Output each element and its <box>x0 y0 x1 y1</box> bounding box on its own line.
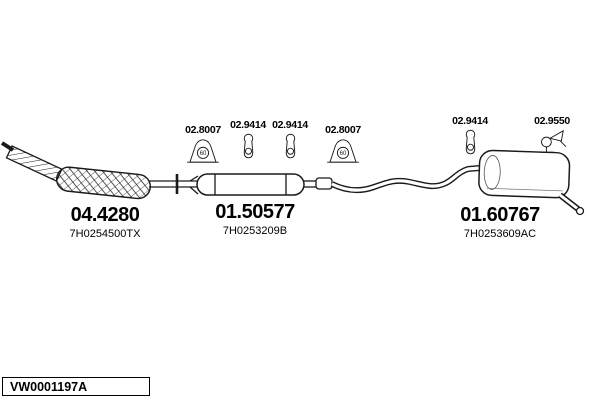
rear-muffler-part-label: 01.60767 7H0253609AC <box>433 204 567 240</box>
hardware-part-number: 02.9414 <box>230 119 266 131</box>
connecting-pipe <box>330 165 481 194</box>
flex-pipe-section <box>5 145 63 182</box>
exhaust-hanger-icon <box>465 129 475 155</box>
pipe-coupling <box>304 177 333 190</box>
hardware-part-number: 02.8007 <box>325 124 361 136</box>
tailpipe <box>558 192 585 216</box>
mount-badge-text: 60 <box>200 151 207 157</box>
mid-muffler <box>189 173 305 196</box>
rear-muffler-oem-number: 7H0253609AC <box>463 228 537 240</box>
bracket-hanger-icon <box>539 129 567 153</box>
intermediate-pipe <box>149 174 197 194</box>
catalyst-oem-number: 7H0254500TX <box>69 228 141 240</box>
rubber-mount-icon: 60 <box>187 139 219 163</box>
mid-muffler-oem-number: 7H0253209B <box>222 225 288 237</box>
hardware-callout-5: 02.9414 <box>448 115 492 157</box>
rear-muffler-part-code: 01.60767 <box>460 204 540 226</box>
rubber-mount-icon: 60 <box>327 139 359 163</box>
hardware-part-number: 02.9414 <box>272 119 308 131</box>
exhaust-hanger-icon <box>285 133 295 159</box>
catalyst-part-label: 04.4280 7H0254500TX <box>38 204 172 240</box>
hardware-part-number: 02.8007 <box>185 124 221 136</box>
hardware-part-number: 02.9550 <box>534 115 570 127</box>
mount-badge-text: 60 <box>340 151 347 157</box>
mid-muffler-part-code: 01.50577 <box>215 201 295 223</box>
drawing-code-box: VW0001197A <box>2 377 150 396</box>
hardware-callout-1: 02.8007 60 <box>180 124 226 165</box>
hardware-callout-4: 02.8007 60 <box>320 124 366 165</box>
catalyst-part-code: 04.4280 <box>70 204 140 226</box>
hardware-callout-3: 02.9414 <box>268 119 312 161</box>
rear-muffler <box>478 149 571 199</box>
hardware-callout-6: 02.9550 <box>528 115 576 156</box>
exhaust-hanger-icon <box>243 133 253 159</box>
catalytic-converter <box>55 166 151 200</box>
drawing-code: VW0001197A <box>10 379 88 394</box>
hardware-part-number: 02.9414 <box>452 115 488 127</box>
hardware-callout-2: 02.9414 <box>226 119 270 161</box>
mid-muffler-part-label: 01.50577 7H0253209B <box>188 201 322 237</box>
